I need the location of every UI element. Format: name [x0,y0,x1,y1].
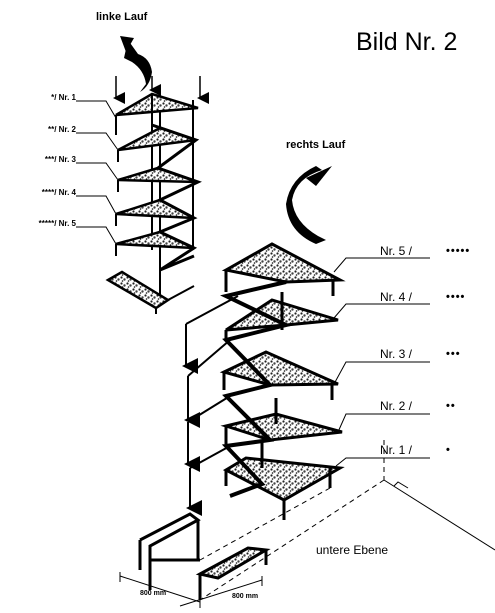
figure-title: Bild Nr. 2 [356,28,458,56]
marker-dots: • [446,444,451,456]
marker-dots: ••• [446,348,461,360]
right-step-2 [220,412,343,444]
right-flight-stairs [138,242,346,600]
step-number: / Nr. 2 [54,125,76,134]
marker-dots: •• [446,400,456,412]
right-flight-label: rechts Lauf [286,139,346,151]
step-number: Nr. 2 / [380,399,413,413]
left-step-label-2: **/ Nr. 2 [14,126,76,134]
marker-dots: •••• [446,291,466,303]
dimension-label-1: 800 mm [140,590,167,597]
marker-dots: *** [44,155,55,164]
left-step-label-1: */ Nr. 1 [24,94,76,102]
marker-dots: ***** [38,219,55,228]
left-leaders [76,100,119,245]
step-number: Nr. 3 / [380,347,413,361]
left-step-1 [115,92,199,125]
right-leaders [333,257,430,467]
marker-dots: * [51,93,55,102]
marker-dots: ** [47,125,55,134]
down-arrow-icon [185,295,239,325]
step-number: / Nr. 3 [54,155,76,164]
right-step-3 [219,350,339,400]
dimension-lines [119,572,263,608]
right-step-label-2: Nr. 2 / [380,400,412,412]
step-number: Nr. 4 / [380,290,413,304]
curved-arrow-icon [120,36,152,92]
right-step-label-5: Nr. 5 / [380,245,412,257]
step-number: / Nr. 5 [54,219,76,228]
right-step-5 [221,242,346,296]
left-landing [105,270,195,314]
left-step-2 [117,126,197,162]
step-number: Nr. 1 / [380,443,413,457]
lower-level-label: untere Ebene [316,543,389,557]
right-step-label-4: Nr. 4 / [380,291,412,303]
marker-dots: **** [41,188,55,197]
step-number: / Nr. 4 [54,188,76,197]
dimension-label-2: 800 mm [232,593,259,600]
left-step-label-3: ***/ Nr. 3 [10,156,76,164]
left-step-label-4: ****/ Nr. 4 [6,189,76,197]
left-step-label-5: *****/ Nr. 5 [2,220,76,228]
left-flight-stairs [105,76,209,314]
step-number: Nr. 5 / [380,244,413,258]
left-flight-label: linke Lauf [96,11,148,23]
lower-level-outline [199,440,495,601]
curved-arrow-icon [286,166,332,244]
marker-dots: ••••• [446,245,471,257]
right-step-label-3: Nr. 3 / [380,348,412,360]
step-number: / Nr. 1 [54,93,76,102]
right-landing [138,512,271,600]
right-step-label-1: Nr. 1 / [380,444,412,456]
